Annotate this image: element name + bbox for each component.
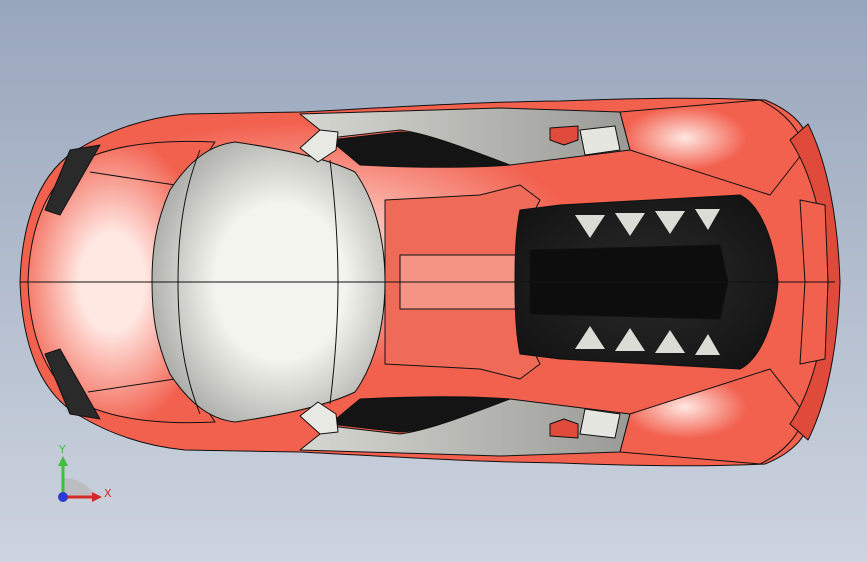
lower-side-panel — [299, 398, 631, 457]
front-right-vent — [44, 348, 101, 420]
right-intake-grille — [579, 408, 621, 439]
coordinate-triad[interactable]: Y X — [58, 443, 112, 502]
x-axis-label: X — [104, 487, 112, 500]
car-model[interactable] — [19, 97, 841, 467]
triad-xy-plane — [63, 478, 94, 497]
y-axis-arrow — [58, 456, 68, 466]
front-left-fender-line — [87, 171, 176, 393]
engine-vent-teeth-top — [575, 209, 720, 238]
engine-vent-teeth-bottom — [575, 326, 720, 355]
y-axis-label: Y — [58, 443, 66, 456]
left-intake-grille — [579, 125, 621, 156]
left-badge — [549, 125, 579, 146]
rear-right-haunch — [619, 368, 806, 465]
right-badge — [549, 418, 579, 439]
x-axis-arrow — [92, 492, 102, 502]
rear-left-haunch — [619, 99, 806, 196]
upper-side-panel — [299, 107, 631, 166]
left-mirror[interactable] — [299, 129, 339, 163]
front-left-vent — [44, 144, 101, 216]
triad-origin — [58, 492, 68, 502]
right-mirror[interactable] — [299, 401, 339, 435]
